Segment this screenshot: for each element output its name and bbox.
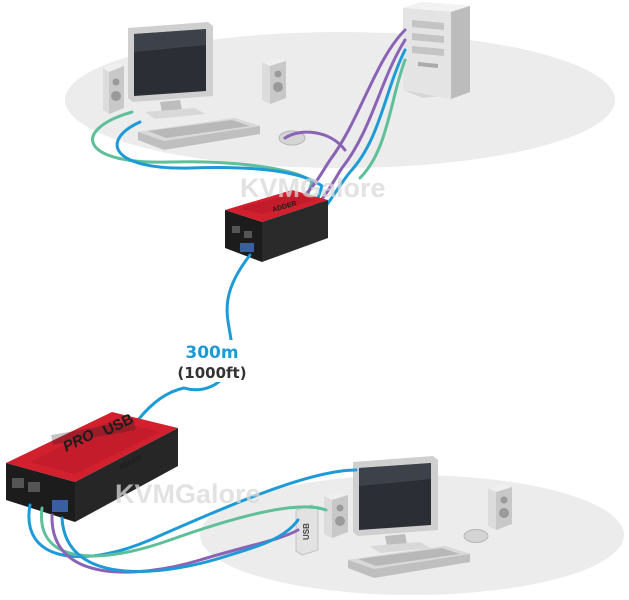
top-workstation <box>65 2 615 168</box>
cable-green-speaker <box>40 505 328 558</box>
transmitter-unit: ADDER <box>225 190 328 262</box>
bottom-mouse <box>463 529 489 543</box>
cable-blue-top-keyboard <box>115 120 324 206</box>
top-keyboard <box>138 118 260 150</box>
bottom-right-speaker <box>488 483 512 530</box>
cable-blue-monitor <box>27 468 358 559</box>
cable-purple-mouse <box>283 130 347 152</box>
distance-feet: (1000ft) <box>177 364 246 382</box>
bottom-left-speaker <box>324 491 348 538</box>
bottom-cables <box>27 468 358 574</box>
watermark-bottom: KVMGalore <box>115 479 261 509</box>
usb-hub: USB <box>295 504 319 556</box>
top-tower-pc <box>403 2 470 99</box>
bottom-monitor <box>353 456 438 553</box>
distance-label: 300m (1000ft) <box>177 340 247 382</box>
cable-blue-usb <box>60 516 300 574</box>
bottom-keyboard <box>348 546 470 578</box>
watermark-top: KVMGalore <box>240 173 386 203</box>
receiver-unit: PRO USB ADDER <box>6 410 178 522</box>
top-cables <box>91 28 407 208</box>
top-mouse <box>278 130 306 146</box>
cable-purple-tower-2 <box>316 38 407 206</box>
top-left-speaker <box>103 62 124 114</box>
distance-meters: 300m <box>185 343 238 363</box>
top-monitor <box>128 22 213 119</box>
usb-hub-label: USB <box>302 523 311 540</box>
cable-blue-tower <box>324 48 407 208</box>
cable-link-cat5 <box>136 253 252 422</box>
bottom-floor-ellipse <box>200 475 624 595</box>
bottom-workstation: USB <box>200 456 624 595</box>
cable-green-tower <box>358 58 407 180</box>
top-right-speaker <box>262 57 286 104</box>
